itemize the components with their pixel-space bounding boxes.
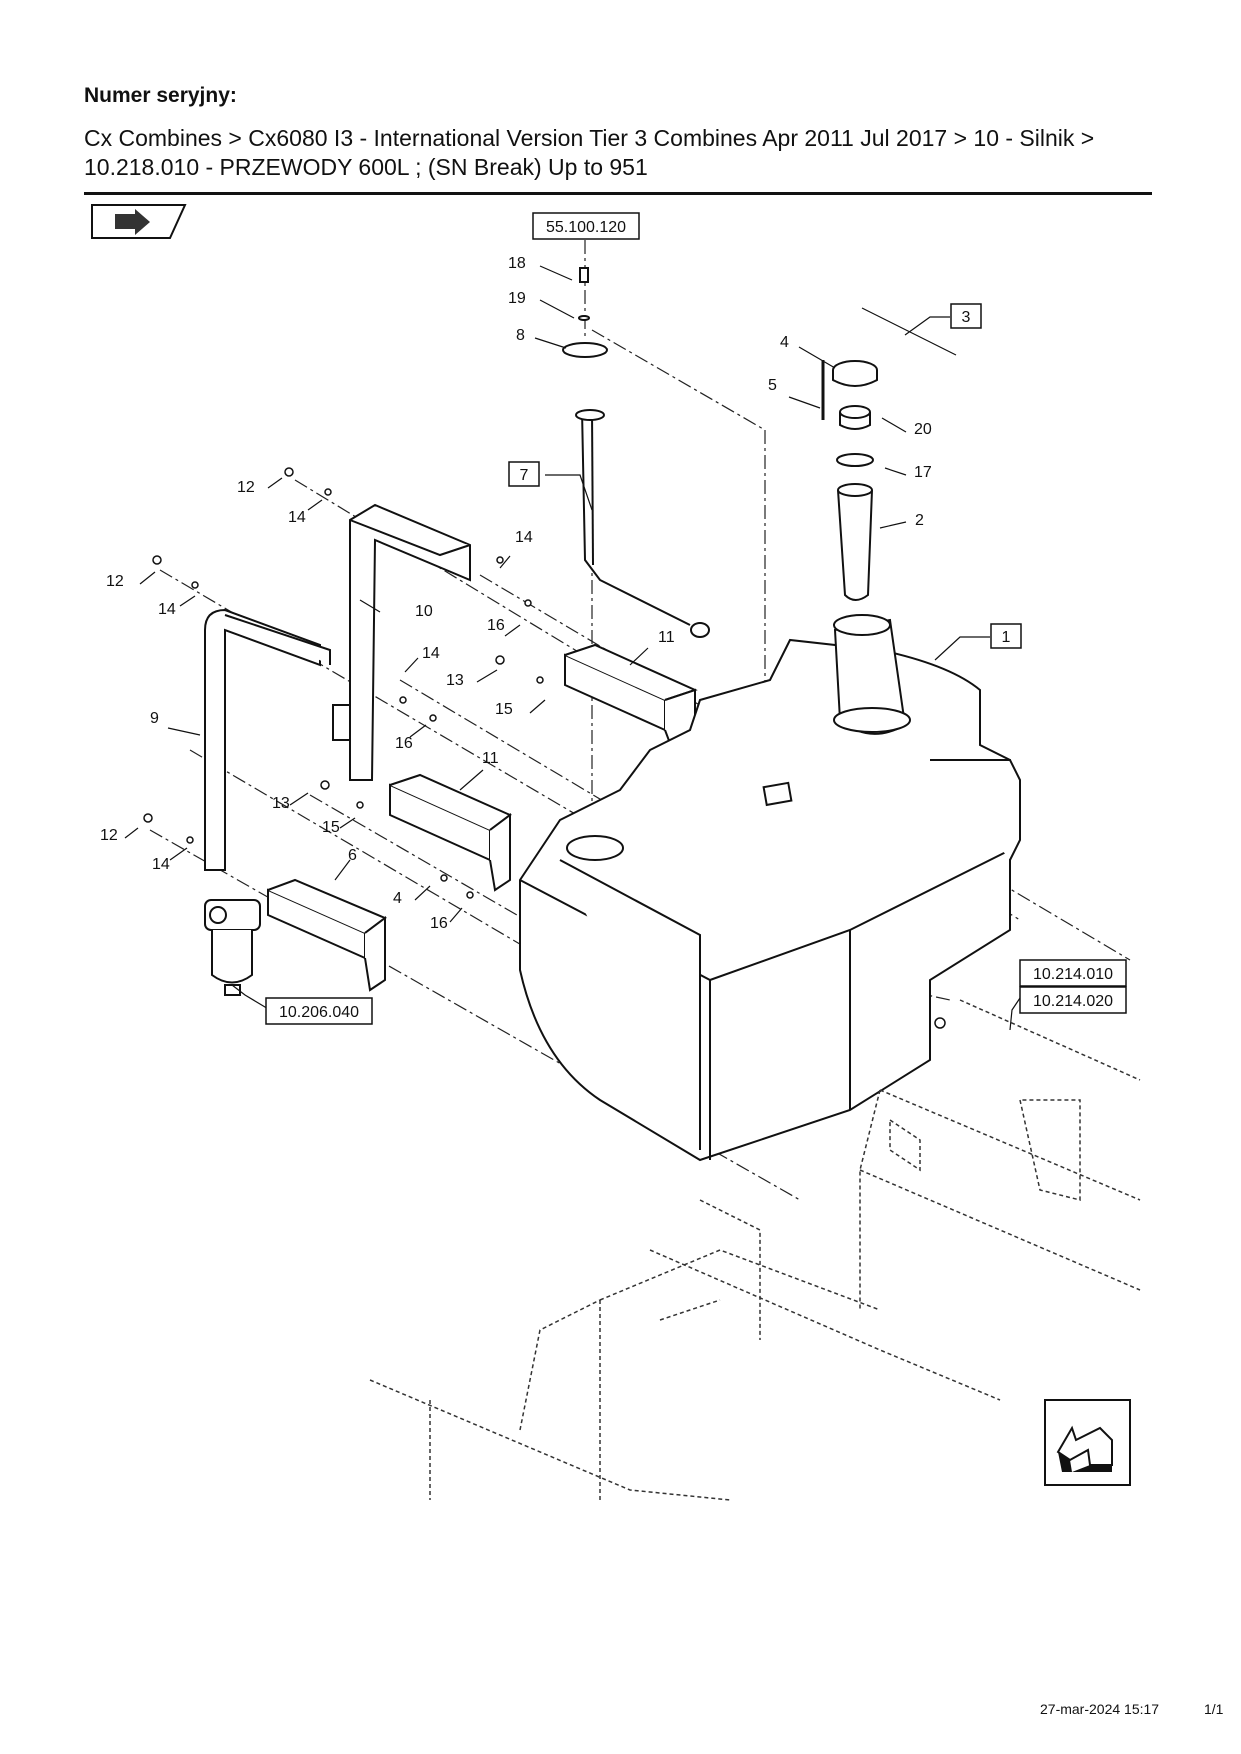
- next-page-arrow-icon[interactable]: [1044, 1399, 1131, 1486]
- callout-numbers: 2 4 4 5 6 8 9 10 11 11 12 12 12 13 13 14…: [100, 255, 932, 932]
- callout-4: 4: [393, 890, 402, 907]
- svg-text:1: 1: [1002, 629, 1011, 646]
- footer-page-number: 1/1: [1204, 1701, 1224, 1717]
- callout-11: 11: [658, 629, 675, 646]
- ref-55-100-120[interactable]: 55.100.120: [532, 212, 640, 240]
- callout-4: 4: [780, 334, 789, 351]
- callout-12: 12: [106, 573, 124, 590]
- bracket-10: [332, 503, 471, 781]
- bracket-9: [204, 608, 331, 871]
- callout-20: 20: [914, 421, 932, 438]
- callout-12: 12: [237, 479, 255, 496]
- callout-14: 14: [152, 856, 170, 873]
- callout-13: 13: [446, 672, 464, 689]
- bracket-6: [267, 878, 387, 992]
- callout-13: 13: [272, 795, 290, 812]
- callout-16: 16: [395, 735, 413, 752]
- svg-text:10.206.040: 10.206.040: [279, 1004, 359, 1021]
- callout-2: 2: [915, 512, 924, 529]
- ref-10-214-010[interactable]: 10.214.010: [1019, 959, 1127, 987]
- callout-14: 14: [515, 529, 533, 546]
- footer-date: 27-mar-2024 15:17: [1040, 1701, 1160, 1717]
- callout-5: 5: [768, 377, 777, 394]
- callout-16: 16: [430, 915, 448, 932]
- ref-10-206-040[interactable]: 10.206.040: [265, 997, 373, 1025]
- chassis-frame: [369, 999, 1141, 1501]
- callout-16: 16: [487, 617, 505, 634]
- callout-18: 18: [508, 255, 526, 272]
- callout-10: 10: [415, 603, 433, 620]
- callout-17: 17: [914, 464, 932, 481]
- fuel-filter: [204, 899, 261, 996]
- breadcrumb: Cx Combines > Cx6080 I3 - International …: [84, 125, 1095, 180]
- fuel-tank: [519, 614, 1021, 1162]
- fasteners: [143, 467, 946, 1029]
- svg-text:3: 3: [962, 309, 971, 326]
- svg-text:7: 7: [520, 467, 529, 484]
- callout-box-7: 7: [508, 461, 540, 487]
- callout-19: 19: [508, 290, 526, 307]
- svg-text:10.214.010: 10.214.010: [1033, 966, 1113, 983]
- bracket-11-lower: [389, 773, 512, 892]
- serial-number-label: Numer seryjny:: [84, 84, 237, 107]
- ref-10-214-020[interactable]: 10.214.020: [1019, 986, 1127, 1014]
- callout-15: 15: [495, 701, 513, 718]
- callout-14: 14: [158, 601, 176, 618]
- callout-9: 9: [150, 710, 159, 727]
- callout-14: 14: [422, 645, 440, 662]
- fuel-sender: [562, 267, 710, 638]
- callout-8: 8: [516, 327, 525, 344]
- callout-15: 15: [322, 819, 340, 836]
- view-arrow-icon: [91, 204, 187, 239]
- callout-6: 6: [348, 847, 357, 864]
- header-divider: [84, 192, 1152, 195]
- callout-box-1: 1: [990, 623, 1022, 649]
- callout-box-3: 3: [950, 303, 982, 329]
- callout-11: 11: [482, 750, 499, 767]
- filler-cap-parts: [821, 360, 878, 601]
- callout-14: 14: [288, 509, 306, 526]
- callout-12: 12: [100, 827, 118, 844]
- svg-text:55.100.120: 55.100.120: [546, 219, 626, 236]
- svg-text:10.214.020: 10.214.020: [1033, 993, 1113, 1010]
- bracket-11-upper: [564, 643, 698, 772]
